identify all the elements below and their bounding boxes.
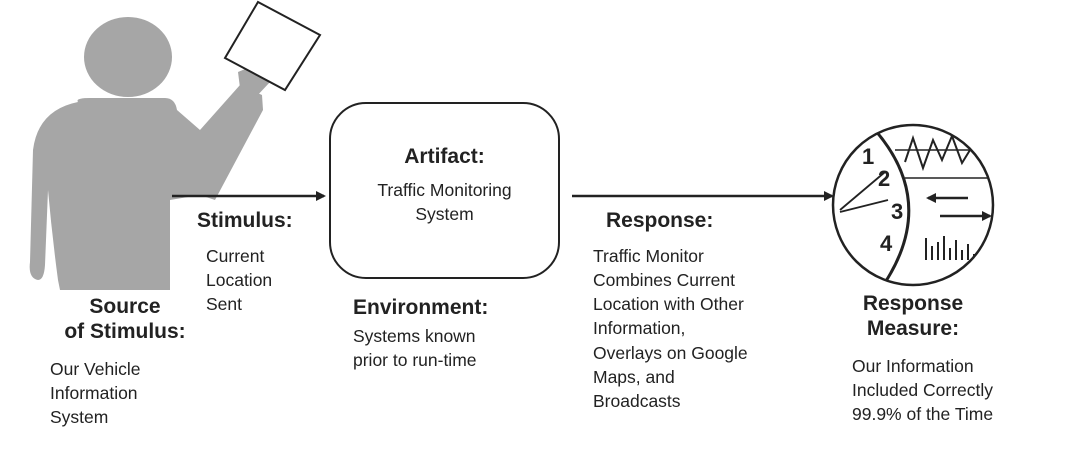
response-body-line: Maps, and bbox=[593, 366, 675, 387]
gauge-number-1: 1 bbox=[862, 144, 874, 169]
response-measure-body-line: Our Information bbox=[852, 356, 974, 376]
response-measure-gauge: 1 2 3 4 bbox=[831, 123, 995, 287]
artifact-body-line: System bbox=[415, 204, 474, 225]
environment-body: Systems known prior to run-time bbox=[353, 324, 553, 372]
gauge-bar-graph bbox=[925, 236, 975, 260]
gauge-zigzag-line bbox=[904, 133, 971, 172]
response-measure-title-line: Response bbox=[862, 292, 964, 315]
response-title: Response: bbox=[606, 209, 714, 232]
response-body-line: Broadcasts bbox=[593, 390, 681, 411]
stimulus-body-line: Current bbox=[206, 246, 265, 266]
response-measure-body: Our Information Included Correctly 99.9%… bbox=[852, 354, 1052, 426]
stimulus-title: Stimulus: bbox=[197, 209, 293, 232]
person-body bbox=[29, 85, 263, 290]
response-body-line: Traffic Monitor bbox=[593, 246, 704, 266]
gauge-number-3: 3 bbox=[891, 199, 903, 224]
source-body-line: Our Vehicle bbox=[50, 359, 141, 379]
source-body-line: System bbox=[50, 407, 109, 428]
gauge-number-4: 4 bbox=[880, 231, 893, 256]
person-figure bbox=[29, 17, 270, 290]
paper-icon bbox=[223, 0, 322, 92]
environment-body-line: prior to run-time bbox=[353, 350, 477, 371]
response-body-line: Overlays on Google bbox=[593, 342, 748, 363]
artifact-title: Artifact: bbox=[404, 145, 485, 168]
response-body: Traffic Monitor Combines Current Locatio… bbox=[593, 244, 813, 413]
stimulus-body-line: Location bbox=[206, 270, 273, 291]
gauge-outer-ring bbox=[831, 123, 995, 287]
response-measure-body-line: Included Correctly bbox=[852, 380, 994, 401]
source-title: Source of Stimulus: bbox=[50, 294, 200, 344]
artifact-body-line: Traffic Monitoring bbox=[377, 180, 512, 200]
artifact-body: Traffic Monitoring System bbox=[330, 178, 559, 226]
gauge-needle-2 bbox=[839, 199, 889, 213]
stimulus-body: Current Location Sent bbox=[206, 244, 316, 316]
response-body-line: Location with Other bbox=[593, 294, 744, 315]
source-body: Our Vehicle Information System bbox=[50, 357, 190, 429]
response-measure-title-line: Measure: bbox=[866, 317, 960, 341]
gauge-dial-arc bbox=[873, 129, 911, 285]
stimulus-body-line: Sent bbox=[206, 294, 242, 315]
response-measure-body-line: 99.9% of the Time bbox=[852, 404, 994, 425]
response-body-line: Combines Current bbox=[593, 270, 735, 291]
person-head bbox=[84, 17, 172, 97]
source-body-line: Information bbox=[50, 383, 138, 404]
response-body-line: Information, bbox=[593, 318, 686, 339]
environment-body-line: Systems known bbox=[353, 326, 476, 346]
gauge-needle-1 bbox=[839, 171, 886, 211]
artifact-box bbox=[329, 102, 560, 279]
environment-title: Environment: bbox=[353, 296, 489, 319]
source-title-line: of Stimulus: bbox=[64, 320, 186, 344]
gauge-number-2: 2 bbox=[878, 166, 890, 191]
source-title-line: Source bbox=[89, 295, 161, 318]
response-measure-title: Response Measure: bbox=[838, 291, 988, 341]
